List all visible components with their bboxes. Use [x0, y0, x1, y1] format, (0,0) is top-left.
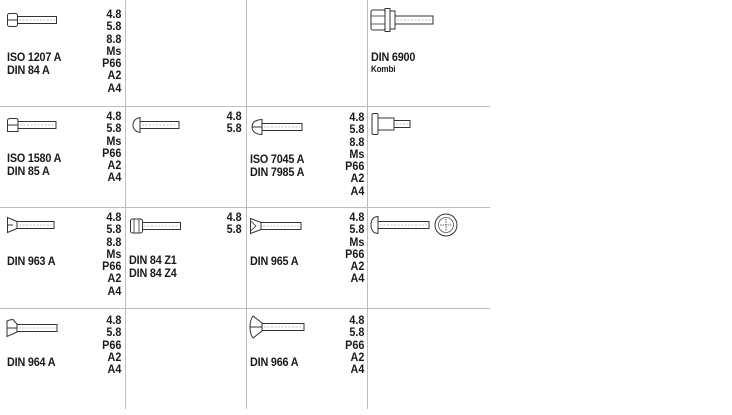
grade-label: 4.8 [348, 210, 364, 224]
grade-label: Ms [348, 146, 364, 161]
column-divider [125, 0, 126, 409]
standard-label: DIN 966 A [250, 355, 299, 369]
row-divider [0, 207, 490, 208]
grade-label: 4.8 [348, 110, 364, 124]
standard-label: DIN 84 Z1 [129, 253, 177, 267]
grade-label: 4.8 [105, 313, 121, 327]
grade-label: A2 [350, 259, 364, 274]
standard-label: ISO 1580 A [7, 151, 62, 165]
grade-label: A4 [350, 183, 364, 198]
row-divider [0, 106, 490, 107]
standard-label: DIN 85 A [7, 164, 50, 178]
grade-label: P66 [101, 259, 121, 274]
grade-label: P66 [344, 159, 364, 174]
grade-label: 5.8 [105, 19, 121, 34]
grade-label: P66 [344, 337, 364, 352]
grade-label: 4.8 [105, 210, 121, 224]
grade-label: 8.8 [105, 234, 121, 249]
grade-label: A4 [350, 271, 364, 286]
table-cell-r3c3: DIN 965 A 4.8 5.8 Ms P66 A2 A4 [246, 207, 367, 308]
grade-label: 5.8 [105, 222, 121, 237]
table-cell-r3c1: DIN 963 A 4.8 5.8 8.8 Ms P66 A2 A4 [0, 207, 125, 308]
table-cell-r2c1: ISO 1580 A DIN 85 A 4.8 5.8 Ms P66 A2 A4 [0, 106, 125, 207]
grade-label: A4 [107, 362, 121, 377]
grade-label: 5.8 [226, 222, 242, 237]
cross-recess-button-head-screw-icon [370, 216, 430, 234]
grade-label: Ms [105, 246, 121, 261]
grade-label: A4 [107, 170, 121, 185]
table-cell-r1c4: DIN 6900 Kombi [367, 0, 490, 106]
standard-label: DIN 964 A [7, 355, 56, 369]
grade-label: 4.8 [226, 210, 242, 224]
grade-label: 8.8 [105, 31, 121, 46]
table-cell-r2c2: 4.8 5.8 [125, 106, 246, 207]
cross-recess-top-view-icon [434, 213, 458, 237]
grade-label: 5.8 [348, 122, 364, 137]
grade-label: Ms [348, 234, 364, 249]
grade-label: 5.8 [348, 222, 364, 237]
standard-label: DIN 84 Z4 [129, 266, 177, 280]
grade-label: A2 [350, 171, 364, 186]
grade-label: A2 [107, 68, 121, 83]
grade-label: P66 [101, 337, 121, 352]
grade-label: 5.8 [348, 325, 364, 340]
standard-label: DIN 84 A [7, 63, 50, 77]
grade-label: 4.8 [105, 109, 121, 123]
grade-label: A2 [350, 349, 364, 364]
grade-label: 5.8 [105, 325, 121, 340]
grade-label: 5.8 [226, 121, 242, 136]
grade-label: A2 [107, 158, 121, 173]
standard-label: ISO 1207 A [7, 50, 62, 64]
standard-label: DIN 7985 A [250, 165, 305, 179]
shoulder-screw-icon [371, 113, 411, 135]
table-cell-r2c4 [367, 106, 490, 207]
table-cell-r3c2: DIN 84 Z1 DIN 84 Z4 4.8 5.8 [125, 207, 246, 308]
grade-label: Ms [105, 133, 121, 148]
grade-label: A4 [107, 80, 121, 95]
grade-label: 4.8 [226, 109, 242, 123]
standard-subtitle: Kombi [371, 64, 396, 74]
standard-label: DIN 6900 [371, 50, 416, 64]
raised-pan-head-screw-icon [251, 119, 303, 135]
grade-label: 4.8 [348, 313, 364, 327]
table-cell-r4c1: DIN 964 A 4.8 5.8 P66 A2 A4 [0, 308, 125, 409]
cross-recess-countersunk-screw-icon [250, 218, 302, 234]
grade-label: 5.8 [105, 121, 121, 136]
grade-label: Ms [105, 43, 121, 58]
table-cell-r2c3: ISO 7045 A DIN 7985 A 4.8 5.8 8.8 Ms P66… [246, 106, 367, 207]
standard-label: DIN 963 A [7, 254, 56, 268]
cross-recess-cheese-head-screw-icon [130, 218, 182, 234]
grade-label: A4 [350, 362, 364, 377]
grade-label: P66 [101, 56, 121, 71]
grade-label: A4 [107, 283, 121, 298]
hex-head-screw-with-washer-icon [370, 8, 436, 32]
grade-label: P66 [101, 145, 121, 160]
column-divider [367, 0, 368, 409]
cheese-head-screw-icon [7, 13, 57, 27]
column-divider [246, 0, 247, 409]
table-cell-r4c3: DIN 966 A 4.8 5.8 P66 A2 A4 [246, 308, 367, 409]
pan-head-screw-icon [7, 118, 57, 132]
table-cell-r3c4 [367, 207, 490, 308]
standard-label: DIN 965 A [250, 254, 299, 268]
raised-countersunk-screw-icon [6, 319, 58, 337]
grade-label: A2 [107, 271, 121, 286]
standard-label: ISO 7045 A [250, 152, 305, 166]
grade-label: A2 [107, 349, 121, 364]
row-divider [0, 308, 490, 309]
raised-countersunk-oval-screw-icon [249, 315, 305, 339]
table-cell-r1c1: ISO 1207 A DIN 84 A 4.8 5.8 8.8 Ms P66 A… [0, 0, 125, 106]
countersunk-screw-icon [7, 217, 55, 233]
mushroom-head-screw-icon [132, 117, 180, 133]
grade-label: 8.8 [348, 134, 364, 149]
grade-label: 4.8 [105, 7, 121, 21]
grade-label: P66 [344, 246, 364, 261]
